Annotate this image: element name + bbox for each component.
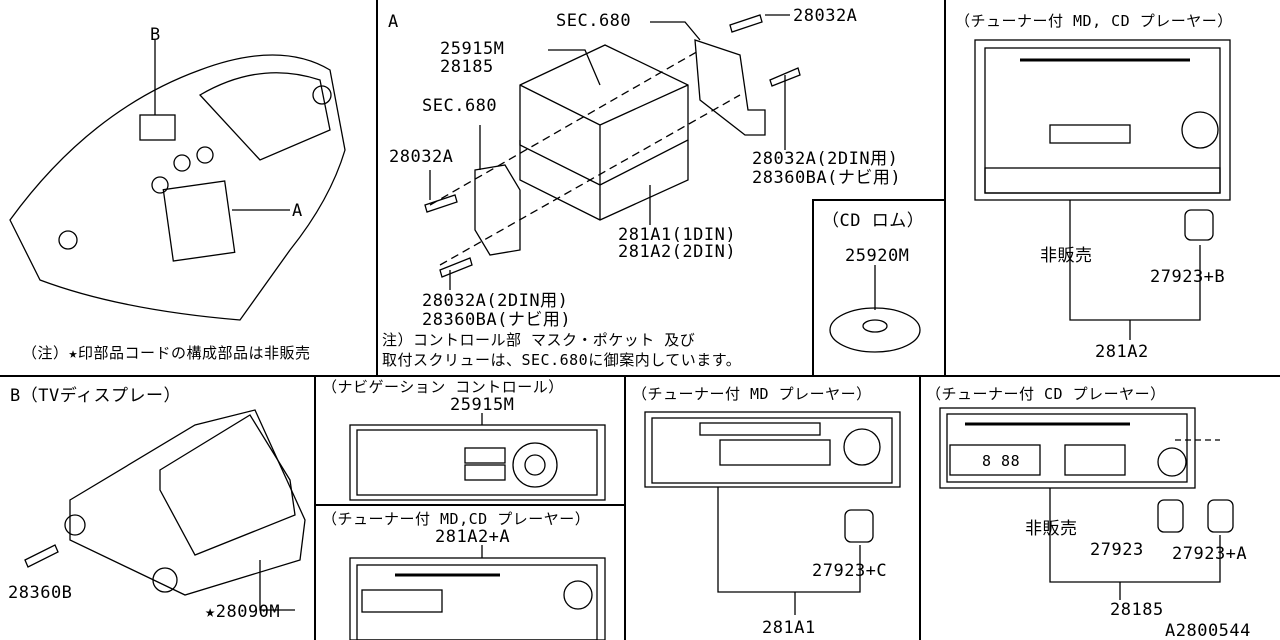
sec-ref-left: SEC.680 — [422, 96, 498, 116]
md-player-code: 281A1 — [762, 618, 816, 638]
md-cd-top-code: 281A2 — [1095, 342, 1149, 362]
dashboard-drawing — [9, 40, 346, 321]
cd-player-title: （チューナー付 CD プレーヤー） — [926, 385, 1166, 403]
cd-rom-code: 25920M — [845, 246, 910, 266]
md-cd-top-drawing — [974, 39, 1231, 340]
screw-bottom-code-1: 28032A(2DIN用) — [422, 291, 569, 311]
unit-code-2: 28185 — [440, 57, 494, 77]
md-cd-top-title: （チューナー付 MD, CD プレーヤー） — [955, 12, 1233, 30]
label-b: B — [150, 25, 161, 45]
unit-lower-code-1: 281A1(1DIN) — [618, 225, 737, 245]
md-cd-top-not-sold: 非販売 — [1040, 246, 1093, 266]
cd-rom-title: （CD ロム） — [822, 211, 925, 231]
cd-not-sold: 非販売 — [1025, 519, 1078, 539]
cd-knob-right-code: 27923+A — [1172, 544, 1248, 564]
screw-top-code: 28032A — [793, 6, 858, 26]
panel-a-drawing — [424, 14, 801, 290]
md-knob-code: 27923+C — [812, 561, 888, 581]
nav-code: 25915M — [450, 395, 515, 415]
md-cd-bottom-title: （チューナー付 MD,CD プレーヤー） — [322, 510, 591, 528]
panel-a-note-2: 取付スクリューは、SEC.680に御案内しています。 — [382, 351, 742, 369]
md-cd-bottom-code: 281A2+A — [435, 527, 511, 547]
unit-lower-code-2: 281A2(2DIN) — [618, 242, 737, 262]
panel-a-note-1: 注）コントロール部 マスク・ポケット 及び — [382, 331, 696, 349]
tv-display-drawing — [24, 409, 306, 611]
nav-title: （ナビゲーション コントロール） — [322, 378, 564, 396]
screw-bottom-code-2: 28360BA(ナビ用) — [422, 310, 572, 330]
md-cd-bottom-drawing — [349, 545, 606, 640]
figure-id: A2800544 — [1165, 621, 1251, 640]
screw-right-code-2: 28360BA(ナビ用) — [752, 168, 902, 188]
sec-ref-top: SEC.680 — [556, 11, 632, 31]
md-cd-top-knob-code: 27923+B — [1150, 267, 1226, 287]
unit-code-1: 25915M — [440, 39, 505, 59]
cd-display-digits: 8 88 — [982, 452, 1021, 470]
panel-a-title: A — [388, 12, 399, 32]
cd-rom-drawing — [829, 265, 921, 353]
screw-right-code-1: 28032A(2DIN用) — [752, 149, 899, 169]
cd-player-drawing — [939, 407, 1234, 600]
nav-control-drawing — [349, 413, 606, 501]
non-sale-note: （注）★印部品コードの構成部品は非販売 — [22, 344, 311, 362]
tv-screw-code: 28360B — [8, 583, 73, 603]
md-player-drawing — [644, 411, 901, 615]
label-a: A — [292, 201, 303, 221]
cd-knob-left-code: 27923 — [1090, 540, 1144, 560]
tv-display-title: B（TVディスプレー） — [10, 386, 182, 406]
tv-display-code: ★28090M — [205, 602, 281, 622]
md-player-title: （チューナー付 MD プレーヤー） — [632, 385, 872, 403]
screw-left-code: 28032A — [389, 147, 454, 167]
cd-player-code: 28185 — [1110, 600, 1164, 620]
